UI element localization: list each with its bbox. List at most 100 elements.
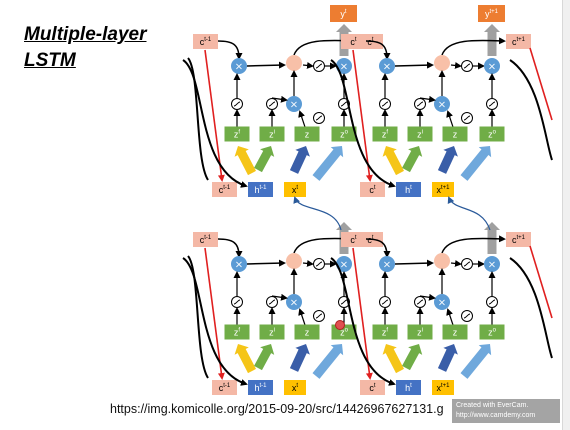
- candidate-activation: [461, 112, 473, 124]
- gate-o: zo: [331, 126, 357, 142]
- add-to-tanh: [302, 61, 314, 69]
- right-edge-red-1: [529, 47, 553, 121]
- cursor-dot: [335, 320, 345, 330]
- input-multiply-node: ×: [286, 294, 302, 310]
- input-multiply-node: ×: [434, 96, 450, 112]
- forget-multiply-node: ×: [379, 58, 395, 74]
- output-gate-activation: [486, 296, 498, 308]
- right-edge-red-2: [529, 245, 553, 319]
- evercam-watermark: Created with EverCam. http://www.camdemy…: [452, 399, 560, 423]
- forget-to-add: [246, 259, 286, 267]
- cell-state-out-label: ct: [367, 235, 374, 245]
- svg-text:×: ×: [488, 62, 496, 73]
- hidden-in-label: ht-1: [254, 383, 267, 393]
- add-to-tanh: [450, 61, 462, 69]
- cell-activation: [461, 60, 473, 72]
- candidate-activation: [461, 310, 473, 322]
- gate-i-label: zi: [417, 328, 423, 338]
- lower-to-upper-link-2: [447, 196, 491, 231]
- arrow-to-zo: [460, 146, 492, 181]
- arrow-to-zf: [382, 344, 404, 374]
- gate-i: zi: [259, 324, 285, 340]
- gate-f: zf: [224, 324, 250, 340]
- gate-f-label: zf: [382, 130, 389, 140]
- cell-state-in-label: ct: [350, 235, 357, 245]
- hidden-in-label: ht: [405, 185, 412, 195]
- gate-z-label: z: [305, 328, 310, 338]
- hidden-recurrence: [330, 59, 396, 188]
- output-y-label: yt: [340, 9, 347, 19]
- hidden-in-label: ht-1: [254, 185, 267, 195]
- input-multiply-node: ×: [286, 96, 302, 112]
- gate-i-label: zi: [417, 130, 423, 140]
- svg-text:×: ×: [235, 260, 243, 271]
- forget-to-add: [394, 61, 434, 69]
- lower-to-upper-link-1: [293, 196, 342, 231]
- svg-text:×: ×: [290, 298, 298, 309]
- gate-f-label: zf: [234, 130, 241, 140]
- add-to-tanh: [450, 259, 462, 267]
- arrow-to-zo: [312, 146, 344, 181]
- bottom-cell-state-in: ct-1: [212, 182, 237, 197]
- arrow-to-zo: [312, 344, 344, 379]
- svg-text:×: ×: [438, 100, 446, 111]
- zi-to-mul: [271, 293, 288, 301]
- input-x-label: xt+1: [436, 383, 450, 393]
- output-multiply-node: ×: [484, 256, 500, 272]
- gate-i-label: zi: [269, 130, 275, 140]
- bottom-cell-state-in: ct-1: [212, 380, 237, 395]
- arrow-to-zi: [254, 146, 275, 173]
- add-to-tanh: [302, 259, 314, 267]
- arrow-to-z: [289, 146, 310, 174]
- forget-to-add: [246, 61, 286, 69]
- forget-activation: [231, 98, 243, 110]
- svg-text:×: ×: [438, 298, 446, 309]
- svg-text:×: ×: [340, 62, 348, 73]
- cell-activation: [313, 258, 325, 270]
- gate-f-label: zf: [382, 328, 389, 338]
- gate-o-label: zo: [340, 130, 349, 140]
- input-x-label: xt: [292, 185, 299, 195]
- gate-z-label: z: [453, 328, 458, 338]
- left-edge-curve-2: [187, 255, 209, 379]
- arrow-to-zi: [402, 344, 423, 371]
- hidden-in: ht-1: [248, 182, 273, 197]
- gate-f: zf: [372, 324, 398, 340]
- cell-state-out-label: ct+1: [512, 235, 526, 245]
- add-node: [434, 253, 450, 269]
- gate-i: zi: [407, 324, 433, 340]
- hidden-in: ht: [396, 182, 421, 197]
- gate-o: zo: [479, 324, 505, 340]
- input-x: xt+1: [432, 380, 454, 395]
- zi-to-mul: [271, 95, 288, 103]
- arrow-to-zf: [382, 146, 404, 176]
- arrow-to-z: [437, 146, 458, 174]
- output-multiply-node: ×: [336, 58, 352, 74]
- arrow-to-zi: [254, 344, 275, 371]
- arrow-to-zf: [234, 146, 256, 176]
- c-prev-to-forget: [365, 40, 391, 60]
- input-gate-activation: [414, 296, 426, 308]
- forget-activation: [379, 98, 391, 110]
- cell-activation: [313, 60, 325, 72]
- c-prev-to-forget: [217, 40, 243, 60]
- cell-state-out: ct+1: [506, 232, 531, 247]
- hidden-in: ht-1: [248, 380, 273, 395]
- input-x-label: xt+1: [436, 185, 450, 195]
- forget-multiply-node: ×: [231, 58, 247, 74]
- forget-multiply-node: ×: [231, 256, 247, 272]
- gate-i-label: zi: [269, 328, 275, 338]
- scrollbar[interactable]: [562, 0, 570, 430]
- output-y-label: yt+1: [485, 9, 499, 19]
- arrow-to-zf: [234, 344, 256, 374]
- gate-i: zi: [407, 126, 433, 142]
- hidden-recurrence: [330, 257, 396, 386]
- cell-state-in: ct-1: [193, 232, 218, 247]
- cell-state-in-label: ct-1: [200, 235, 212, 245]
- add-node: [286, 253, 302, 269]
- gate-o-label: zo: [340, 328, 349, 338]
